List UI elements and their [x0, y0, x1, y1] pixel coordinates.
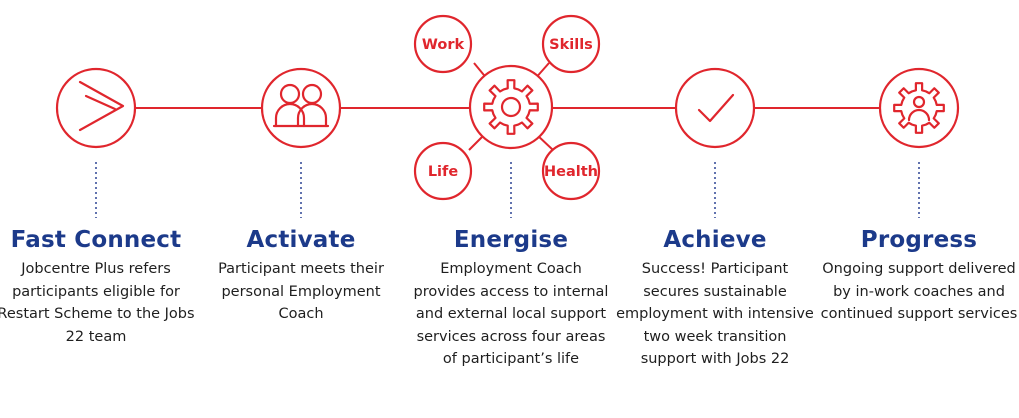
stage-title: Fast Connect [10, 227, 182, 253]
stage-description: Success! Participant secures sustainable… [616, 261, 814, 367]
stage-description: Jobcentre Plus refers participants eligi… [0, 261, 195, 345]
achieve-circle [674, 67, 756, 149]
gear-icon [483, 79, 539, 135]
stage-title: Progress [860, 227, 978, 253]
stage-achieve: Achieve Success! Participant secures sus… [615, 226, 815, 371]
process-diagram: Work Skills Life Health [55, 14, 960, 218]
stage-description: Ongoing support delivered by in-work coa… [820, 261, 1018, 322]
energise-circle [468, 64, 554, 150]
stage-activate: Activate Participant meets their persona… [201, 226, 401, 326]
stage-title: Achieve [663, 227, 767, 253]
stage-title: Activate [246, 227, 356, 253]
stage-title: Energise [453, 227, 569, 253]
area-label-life: Life [428, 164, 459, 180]
fast-connect-circle [55, 67, 137, 149]
stage-fast-connect: Fast Connect Jobcentre Plus refers parti… [0, 226, 196, 348]
area-label-work: Work [422, 37, 465, 53]
area-label-health: Health [544, 164, 598, 180]
life-circle [413, 141, 473, 201]
stage-energise: Energise Employment Coach provides acces… [411, 226, 611, 371]
work-circle [413, 14, 473, 74]
two-people-icon [272, 83, 330, 128]
checkmark-icon [697, 93, 735, 123]
skills-circle [541, 14, 601, 74]
health-circle [541, 141, 601, 201]
person-gear-icon [893, 82, 945, 134]
chevron-arrow-icon [78, 80, 125, 132]
area-label-skills: Skills [549, 37, 593, 53]
stage-description: Employment Coach provides access to inte… [413, 261, 609, 367]
stage-progress: Progress Ongoing support delivered by in… [819, 226, 1019, 326]
stage-description: Participant meets their personal Employm… [218, 261, 384, 322]
